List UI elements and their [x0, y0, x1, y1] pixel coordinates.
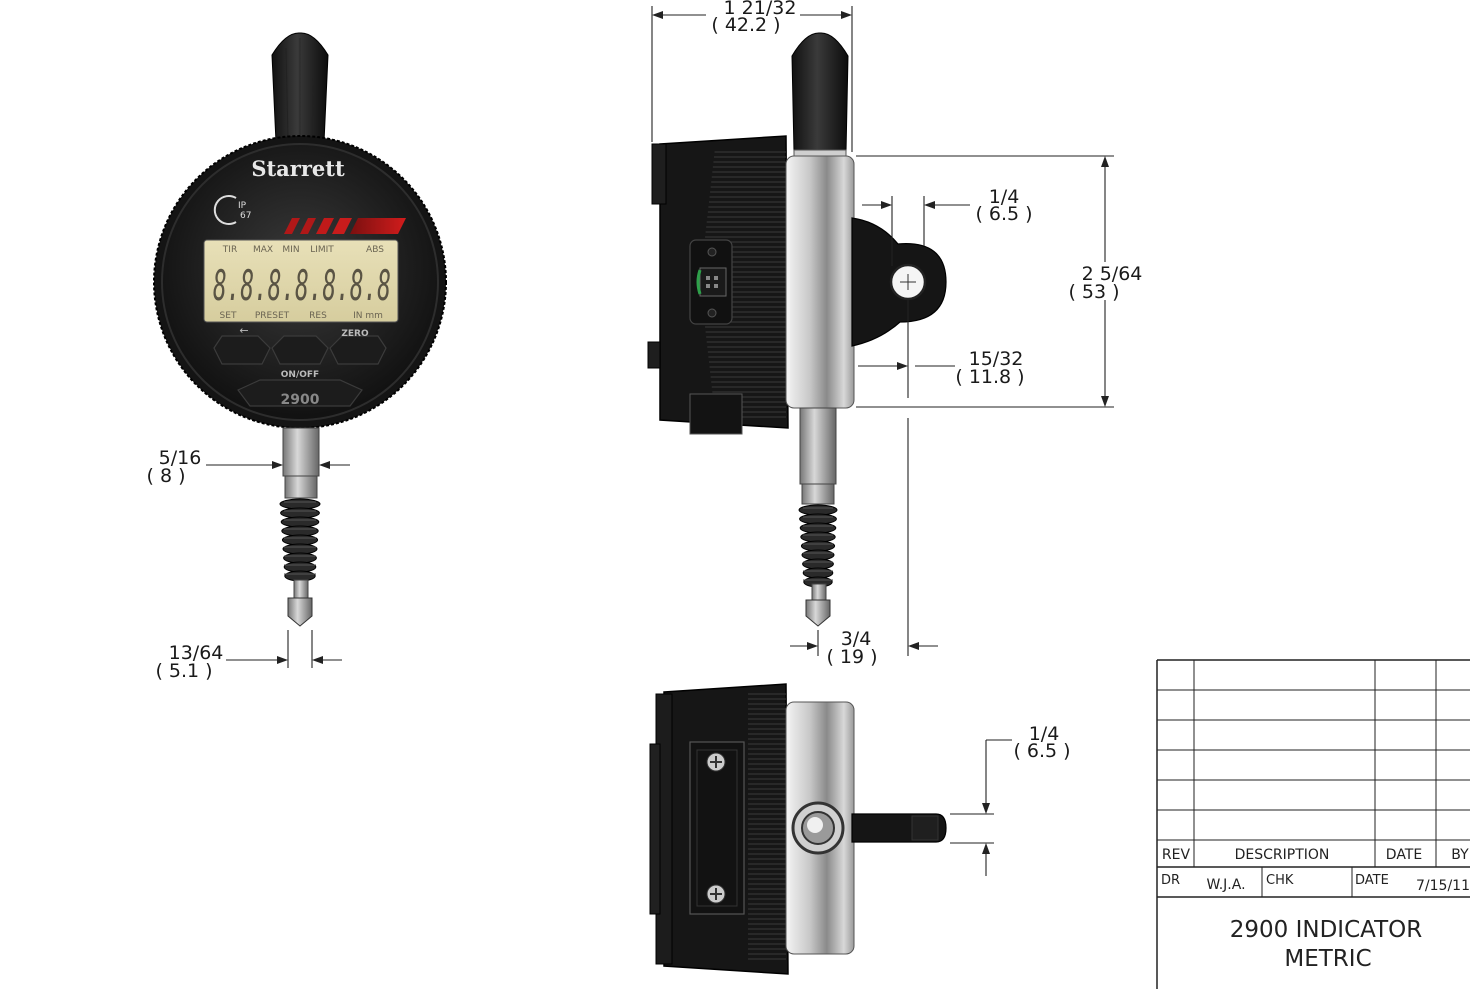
top-view: 1/4 ( 6.5 )	[649, 683, 1071, 975]
lcd-label: PRESET	[255, 311, 290, 321]
side-chrome-ring	[785, 155, 855, 409]
svg-text:( 5.1 ): ( 5.1 )	[155, 660, 212, 682]
button-zero-label: ZERO	[341, 329, 369, 339]
contact-point	[287, 597, 313, 627]
button-left[interactable]	[213, 335, 271, 365]
svg-text:3/4: 3/4	[841, 628, 872, 650]
button-onoff[interactable]	[237, 379, 363, 407]
svg-text:( 11.8 ): ( 11.8 )	[955, 366, 1024, 388]
side-bellows	[798, 504, 838, 588]
lcd-label: MAX	[253, 245, 273, 255]
svg-text:13/64: 13/64	[169, 642, 224, 664]
brand-logo: Starrett	[251, 156, 345, 181]
svg-text:5/16: 5/16	[159, 447, 202, 469]
button-left-label: ←	[239, 324, 248, 337]
lcd-top-labels: TIR MAX MIN LIMIT ABS	[222, 245, 384, 255]
col-description: DESCRIPTION	[1235, 847, 1330, 863]
lcd-label: LIMIT	[310, 245, 334, 255]
dr-value: W.J.A.	[1206, 877, 1245, 893]
screw-icon	[706, 884, 726, 904]
svg-text:67: 67	[240, 211, 251, 221]
lcd-label: ABS	[366, 245, 384, 255]
svg-text:2 5/64: 2 5/64	[1082, 263, 1143, 285]
col-by: BY	[1451, 847, 1469, 863]
front-view: Starrett IP 67 TIR MAX MIN LIMIT ABS 8.8.8.8…	[147, 32, 447, 682]
bellows	[279, 498, 321, 582]
ip67-badge-icon: IP 67	[213, 195, 251, 225]
button-zero[interactable]	[329, 335, 387, 365]
dr-label: DR	[1161, 873, 1180, 888]
dim-height: 2 5/64 ( 53 )	[856, 155, 1143, 408]
screw-icon	[706, 752, 726, 772]
dim-depth: 1 21/32 ( 42.2 )	[651, 0, 853, 152]
svg-text:( 8 ): ( 8 )	[147, 465, 186, 487]
col-rev: REV	[1162, 847, 1191, 863]
col-date: DATE	[1386, 847, 1422, 863]
svg-text:( 6.5 ): ( 6.5 )	[1013, 740, 1070, 762]
lcd-label: SET	[220, 311, 237, 321]
date-label: DATE	[1355, 873, 1389, 888]
svg-text:1/4: 1/4	[989, 186, 1020, 208]
side-ribs	[700, 151, 786, 418]
dim-lug-offset: 15/32 ( 11.8 )	[858, 300, 1025, 398]
lcd-label: RES	[309, 311, 327, 321]
dim-lug-thickness: 1/4 ( 6.5 )	[950, 723, 1071, 876]
stem-bushing	[791, 801, 845, 855]
svg-text:15/32: 15/32	[969, 348, 1024, 370]
drawing-title-line2: METRIC	[1284, 946, 1371, 972]
date-value: 7/15/11	[1416, 878, 1470, 894]
button-center[interactable]	[271, 335, 329, 365]
dim-tip-offset: 3/4 ( 19 )	[790, 418, 938, 668]
lcd-screen	[203, 239, 399, 323]
side-lift-knob	[791, 32, 849, 153]
title-block: REV DESCRIPTION DATE BY DR W.J.A. CHK DA…	[1156, 659, 1470, 989]
data-port-icon	[689, 239, 733, 325]
svg-text:( 6.5 ): ( 6.5 )	[975, 203, 1032, 225]
dim-lug-hole: 1/4 ( 6.5 )	[862, 186, 1033, 266]
lcd-label: TIR	[222, 245, 237, 255]
lcd-label: IN mm	[353, 311, 383, 321]
onoff-label: ON/OFF	[281, 370, 319, 380]
dim-stem-width: 5/16 ( 8 )	[147, 447, 350, 487]
lcd-bottom-labels: SET PRESET RES IN mm	[220, 311, 383, 321]
model-label: 2900	[281, 392, 320, 408]
stem	[282, 427, 320, 477]
lcd-digits: 8.8.8.8.8.8.8	[213, 261, 391, 310]
svg-text:( 19 ): ( 19 )	[826, 646, 877, 668]
svg-text:IP: IP	[238, 201, 247, 211]
red-stripes	[284, 218, 406, 234]
side-view: 1 21/32 ( 42.2 ) 1/4 ( 6.5 ) 2 5/64 ( 53…	[647, 0, 1143, 668]
drawing-title-line1: 2900 INDICATOR	[1230, 917, 1422, 943]
dim-tip-width: 13/64 ( 5.1 )	[155, 630, 342, 682]
lift-knob	[271, 32, 329, 143]
svg-text:( 42.2 ): ( 42.2 )	[711, 14, 780, 36]
lcd-label: MIN	[282, 245, 299, 255]
chk-label: CHK	[1266, 873, 1294, 888]
svg-text:( 53 ): ( 53 )	[1068, 281, 1119, 303]
top-ribs	[748, 693, 786, 960]
svg-text:1/4: 1/4	[1029, 723, 1060, 745]
svg-text:1 21/32: 1 21/32	[724, 0, 797, 19]
